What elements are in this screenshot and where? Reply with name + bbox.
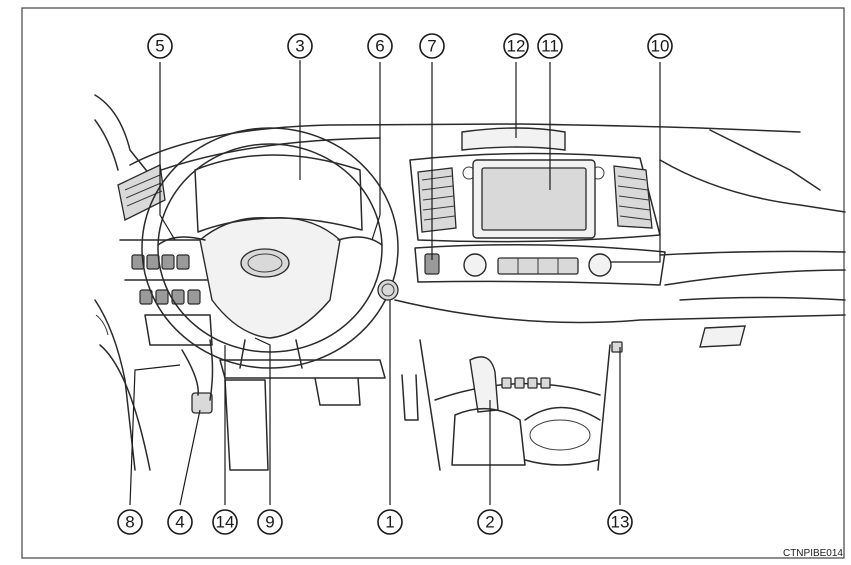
callout-13-label: 13 <box>611 513 630 532</box>
callout-2: 2 <box>477 509 503 535</box>
callout-1: 1 <box>377 509 403 535</box>
left-door-pillar <box>94 94 151 471</box>
engine-switch <box>377 279 399 301</box>
leader-lines <box>129 60 661 506</box>
callout-10-label: 10 <box>651 37 670 56</box>
callout-11: 11 <box>537 33 563 59</box>
figure-border <box>21 7 845 559</box>
steering-column-lower <box>219 359 419 421</box>
callout-14-label: 14 <box>216 513 235 532</box>
callout-13: 13 <box>607 509 633 535</box>
center-stack <box>409 127 666 286</box>
center-console <box>394 299 846 471</box>
callout-8-label: 8 <box>125 513 134 532</box>
left-air-vent <box>117 164 166 221</box>
callout-12-label: 12 <box>507 37 526 56</box>
left-switch-panel <box>119 239 216 346</box>
callout-8: 8 <box>117 509 143 535</box>
callout-5: 5 <box>147 33 173 59</box>
callout-4: 4 <box>167 509 193 535</box>
callout-3-label: 3 <box>295 37 304 56</box>
callout-10: 10 <box>647 33 673 59</box>
callout-6: 6 <box>367 33 393 59</box>
callout-7-label: 7 <box>427 37 436 56</box>
callout-11-label: 11 <box>541 37 559 56</box>
steering-wheel <box>141 127 399 369</box>
callout-5-label: 5 <box>155 37 164 56</box>
right-dashboard <box>659 250 846 348</box>
callout-12: 12 <box>503 33 529 59</box>
callout-4-label: 4 <box>175 513 184 532</box>
callout-14: 14 <box>212 509 238 535</box>
callout-9: 9 <box>257 509 283 535</box>
callout-6-label: 6 <box>375 37 384 56</box>
lower-left-area <box>181 339 269 471</box>
callout-3: 3 <box>287 33 313 59</box>
meter-cluster <box>194 154 363 233</box>
callout-2-label: 2 <box>485 513 494 532</box>
figure-code: CTNPIBE014 <box>782 548 843 559</box>
callout-7: 7 <box>419 33 445 59</box>
callout-1-label: 1 <box>385 513 394 532</box>
callout-9-label: 9 <box>265 513 274 532</box>
